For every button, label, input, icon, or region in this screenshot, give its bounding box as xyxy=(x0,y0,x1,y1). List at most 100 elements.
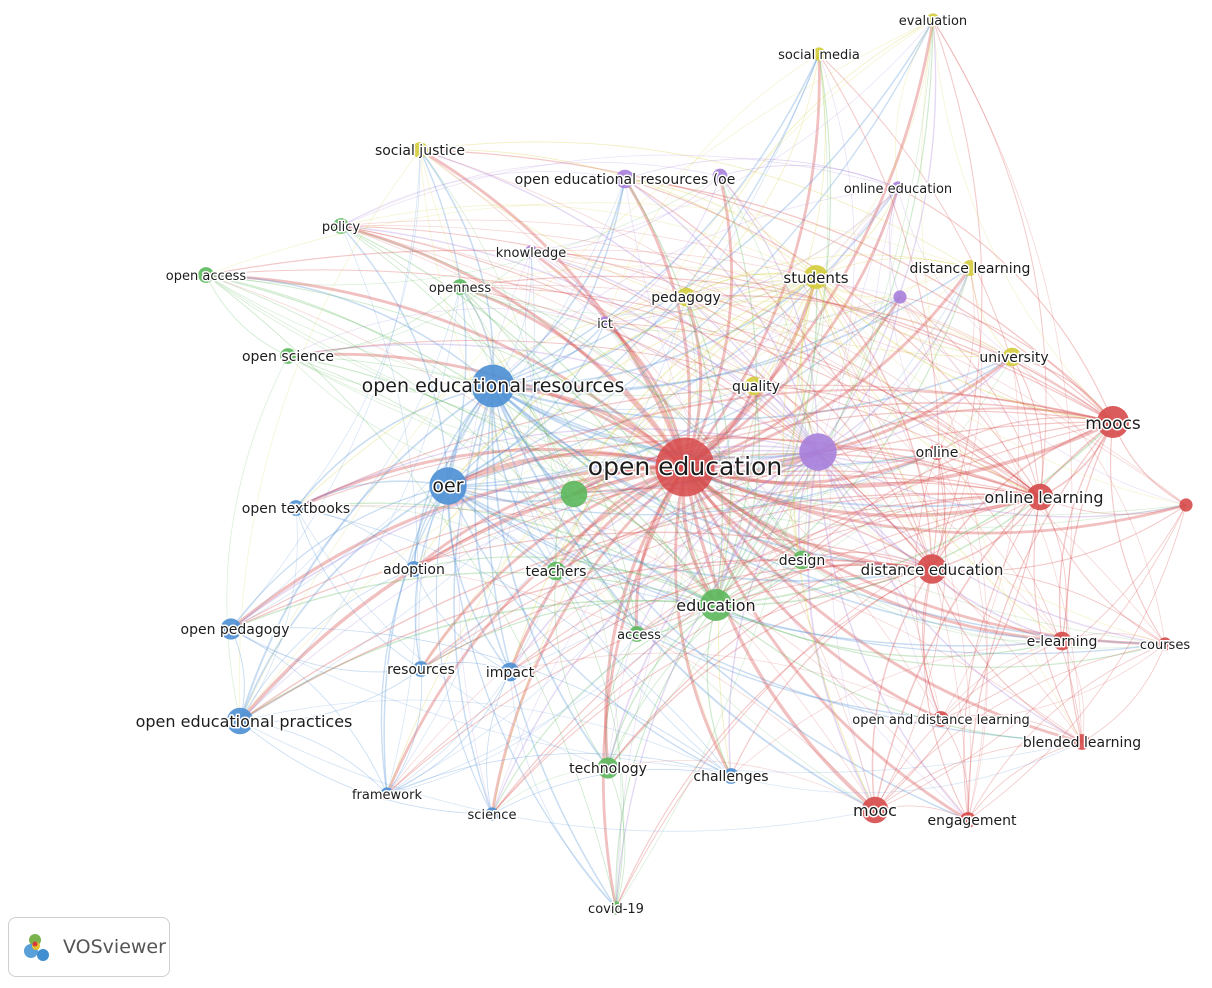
node-design[interactable] xyxy=(792,550,812,570)
edge xyxy=(419,149,1063,642)
node-open-and-distance-learning[interactable] xyxy=(933,711,949,727)
edge xyxy=(624,178,1041,498)
edge xyxy=(230,474,1041,630)
vosviewer-badge[interactable]: VOSviewer xyxy=(8,917,170,977)
node-purple-unlabeled-small[interactable] xyxy=(893,290,907,304)
edge xyxy=(230,531,933,630)
node-blended-learning[interactable] xyxy=(1074,734,1090,750)
edge xyxy=(1066,421,1114,743)
edge xyxy=(386,752,732,795)
node-distance-education[interactable] xyxy=(917,554,947,584)
node-social-media[interactable] xyxy=(812,47,826,61)
node-purple-unlabeled-top[interactable] xyxy=(712,168,728,184)
edge xyxy=(931,267,982,570)
label-social-media: social media xyxy=(778,48,860,63)
edge xyxy=(871,568,933,811)
edge xyxy=(914,451,942,720)
node-quality[interactable] xyxy=(744,376,764,396)
edge xyxy=(730,640,1063,777)
node-university[interactable] xyxy=(1002,347,1022,367)
edge xyxy=(419,465,686,670)
edge xyxy=(817,451,969,821)
node-adoption[interactable] xyxy=(406,561,422,577)
label-university: university xyxy=(979,350,1048,366)
node-pedagogy[interactable] xyxy=(676,287,696,307)
edge xyxy=(817,356,1013,453)
node-framework[interactable] xyxy=(380,787,394,801)
edge xyxy=(239,507,298,722)
node-social-justice[interactable] xyxy=(412,142,428,158)
edge xyxy=(684,267,972,469)
edge xyxy=(684,450,938,485)
edge xyxy=(899,296,1114,423)
node-science[interactable] xyxy=(485,807,499,821)
edge xyxy=(715,496,1041,606)
node-impact[interactable] xyxy=(500,662,520,682)
node-open-textbooks[interactable] xyxy=(288,500,304,516)
node-courses[interactable] xyxy=(1158,637,1172,651)
edge xyxy=(940,643,1166,720)
edge xyxy=(295,505,557,572)
edge xyxy=(931,504,1187,572)
node-openness[interactable] xyxy=(452,279,468,295)
node-resources[interactable] xyxy=(413,661,429,677)
node-open-science[interactable] xyxy=(280,348,296,364)
edge xyxy=(715,604,1166,668)
node-covid-19[interactable] xyxy=(609,901,623,915)
edge xyxy=(683,466,1083,744)
node-red-unlabeled[interactable] xyxy=(1179,498,1193,512)
node-open-educational-resources-oe[interactable] xyxy=(615,169,635,189)
edge xyxy=(792,276,876,811)
edge xyxy=(491,451,819,815)
edge xyxy=(295,507,422,670)
node-education[interactable] xyxy=(700,589,732,621)
label-impact: impact xyxy=(486,665,535,681)
edge xyxy=(874,504,1187,811)
label-design: design xyxy=(779,553,825,569)
node-mooc[interactable] xyxy=(861,796,889,824)
edge xyxy=(419,149,638,635)
label-blended-learning: blended learning xyxy=(1023,735,1141,751)
node-technology[interactable] xyxy=(597,757,619,779)
edge xyxy=(897,187,1013,358)
edge xyxy=(801,559,1063,642)
edge xyxy=(715,356,1013,606)
edge xyxy=(492,385,732,777)
edge xyxy=(963,496,1041,821)
node-evaluation[interactable] xyxy=(926,13,940,27)
edge xyxy=(1039,496,1067,642)
node-open-education[interactable] xyxy=(655,437,715,497)
node-moocs[interactable] xyxy=(1097,406,1129,438)
edge xyxy=(205,249,1114,423)
label-technology: technology xyxy=(569,761,647,777)
edge xyxy=(1039,496,1166,645)
node-access[interactable] xyxy=(629,626,645,642)
edge xyxy=(894,19,934,189)
node-engagement[interactable] xyxy=(960,812,976,828)
edge xyxy=(287,308,606,357)
node-policy[interactable] xyxy=(333,218,349,234)
node-online[interactable] xyxy=(929,444,945,460)
node-green-unlabeled[interactable] xyxy=(560,480,588,508)
node-oer[interactable] xyxy=(429,467,467,505)
node-ict[interactable] xyxy=(598,316,612,330)
node-e-learning[interactable] xyxy=(1052,631,1072,651)
node-open-educational-resources[interactable] xyxy=(471,364,515,408)
node-challenges[interactable] xyxy=(723,768,739,784)
edge xyxy=(889,187,938,453)
node-open-pedagogy[interactable] xyxy=(220,618,242,640)
node-open-access[interactable] xyxy=(198,267,214,283)
node-purple-unlabeled-large[interactable] xyxy=(799,433,837,471)
edge xyxy=(940,504,1187,720)
edge xyxy=(817,407,1114,453)
node-online-learning[interactable] xyxy=(1026,483,1054,511)
edge xyxy=(447,451,938,516)
node-distance-learning[interactable] xyxy=(962,260,978,276)
node-online-education[interactable] xyxy=(891,181,905,195)
node-teachers[interactable] xyxy=(546,561,566,581)
node-open-educational-practices[interactable] xyxy=(226,707,254,735)
edge xyxy=(604,53,820,324)
node-knowledge[interactable] xyxy=(524,245,538,259)
node-students[interactable] xyxy=(804,265,828,289)
